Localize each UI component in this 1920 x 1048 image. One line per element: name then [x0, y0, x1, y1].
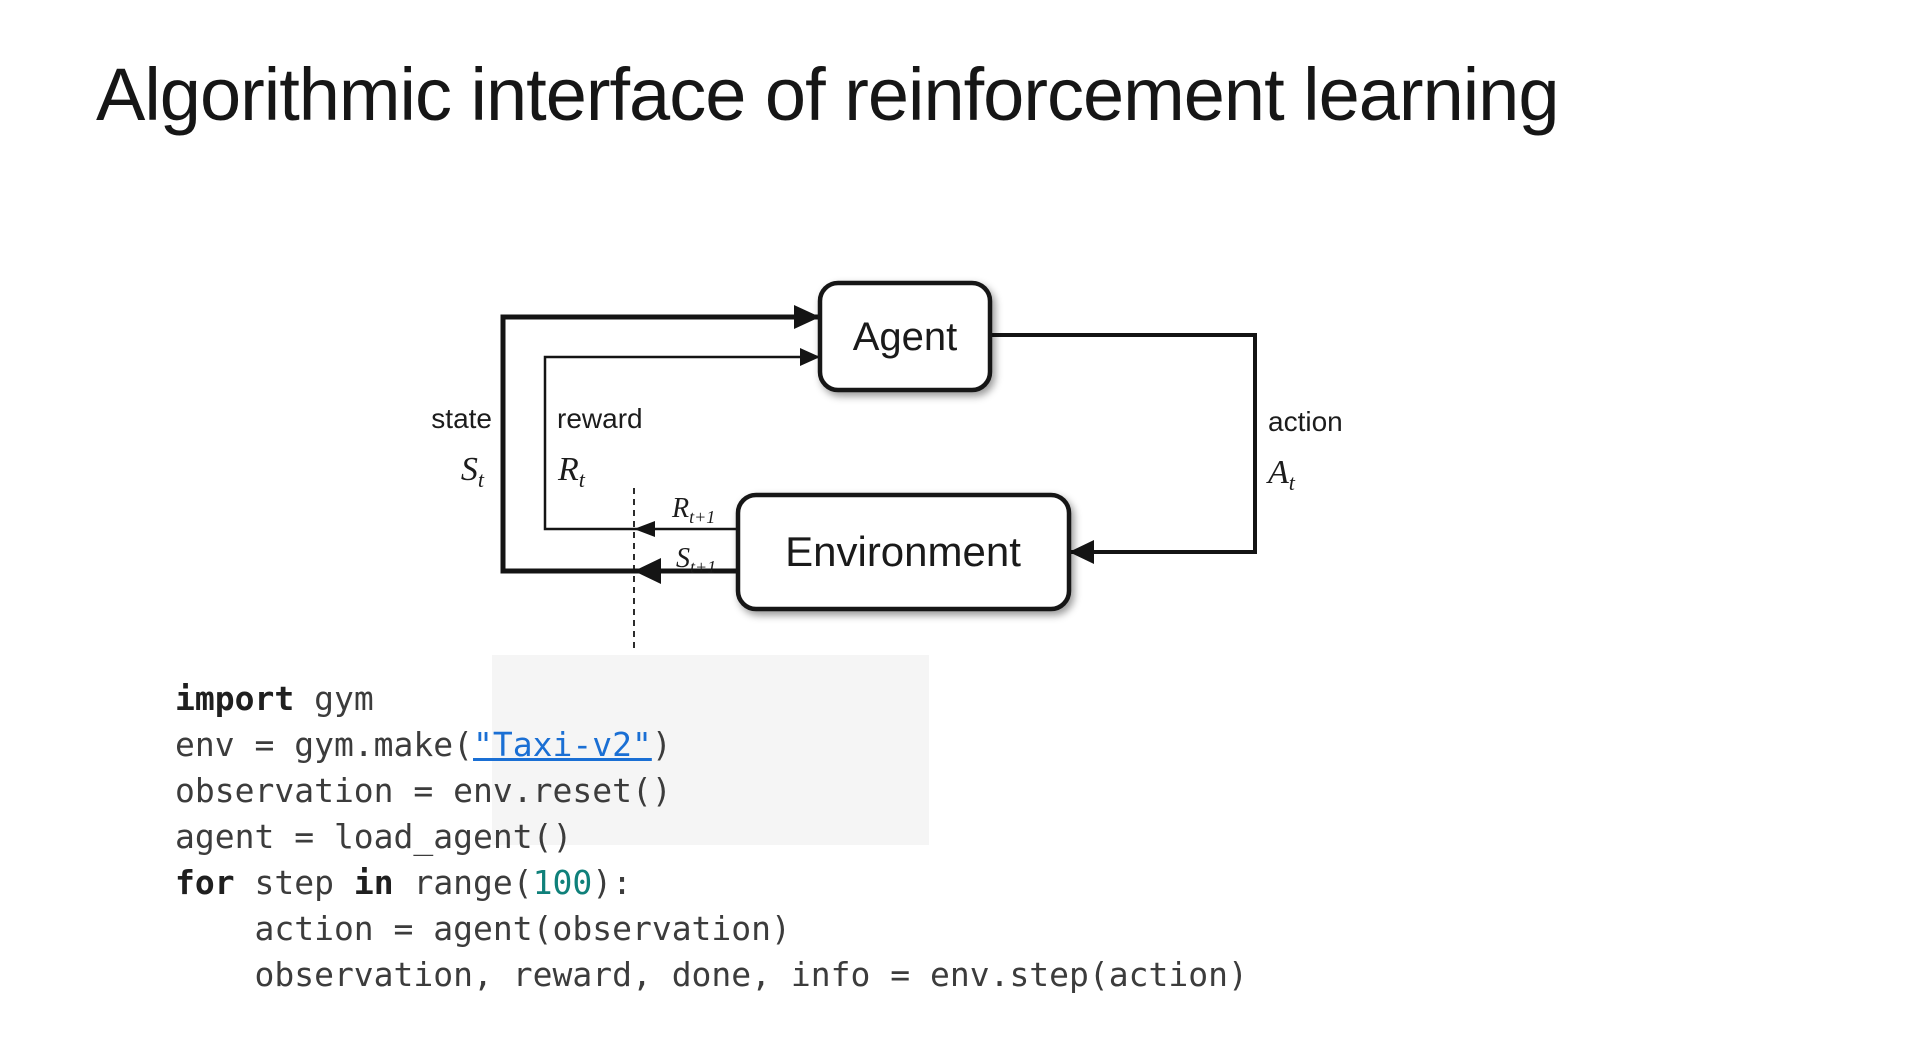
- code-text: range(: [393, 863, 533, 902]
- action-symbol: At: [1266, 454, 1296, 495]
- code-text: observation = env.reset(): [175, 771, 672, 810]
- state-symbol: St: [461, 451, 485, 492]
- code-text: action = agent(observation): [175, 909, 791, 948]
- state-label: state: [431, 403, 492, 434]
- code-line: env = gym.make("Taxi-v2"): [175, 722, 1248, 768]
- agent-box: [817, 280, 993, 393]
- page-title: Algorithmic interface of reinforcement l…: [96, 53, 1559, 136]
- code-line: observation, reward, done, info = env.st…: [175, 952, 1248, 998]
- state-line: [500, 314, 818, 574]
- taxi-v2-link[interactable]: "Taxi-v2": [473, 725, 652, 764]
- code-text: 100: [532, 863, 593, 902]
- code-line: for step in range(100):: [175, 860, 1248, 906]
- code-text: in: [353, 863, 394, 902]
- reward-label: reward: [557, 403, 643, 434]
- code-line: agent = load_agent(): [175, 814, 1248, 860]
- environment-box-label: Environment: [785, 528, 1021, 575]
- agent-box-label: Agent: [853, 315, 958, 359]
- action-into-environment-arrowhead: [1069, 540, 1094, 564]
- code-text: env = gym.make(: [175, 725, 474, 764]
- code-text: for: [175, 863, 235, 902]
- rl-loop-diagram: Agent Environment state St reward Rt Rt+…: [431, 280, 1343, 648]
- code-text: ):: [592, 863, 633, 902]
- action-label: action: [1268, 406, 1343, 437]
- code-text: gym: [294, 679, 374, 718]
- code-line: action = agent(observation): [175, 906, 1248, 952]
- code-line: observation = env.reset(): [175, 768, 1248, 814]
- environment-box: [735, 492, 1072, 612]
- action-line: [990, 333, 1257, 554]
- code-text: observation, reward, done, info = env.st…: [175, 955, 1248, 994]
- code-text: import: [175, 679, 295, 718]
- next-state-symbol: St+1: [676, 543, 716, 577]
- code-text: ): [651, 725, 672, 764]
- reward-symbol: Rt: [557, 451, 586, 492]
- code-text: agent = load_agent(): [175, 817, 573, 856]
- code-line: import gym: [175, 676, 1248, 722]
- next-reward-arrowhead: [634, 521, 655, 537]
- code-background-artifact: [492, 655, 929, 845]
- state-into-agent-arrowhead: [794, 305, 820, 329]
- code-text: step: [234, 863, 354, 902]
- reward-into-agent-arrowhead: [800, 348, 820, 366]
- next-reward-symbol: Rt+1: [671, 493, 715, 527]
- next-state-arrowhead: [634, 558, 661, 584]
